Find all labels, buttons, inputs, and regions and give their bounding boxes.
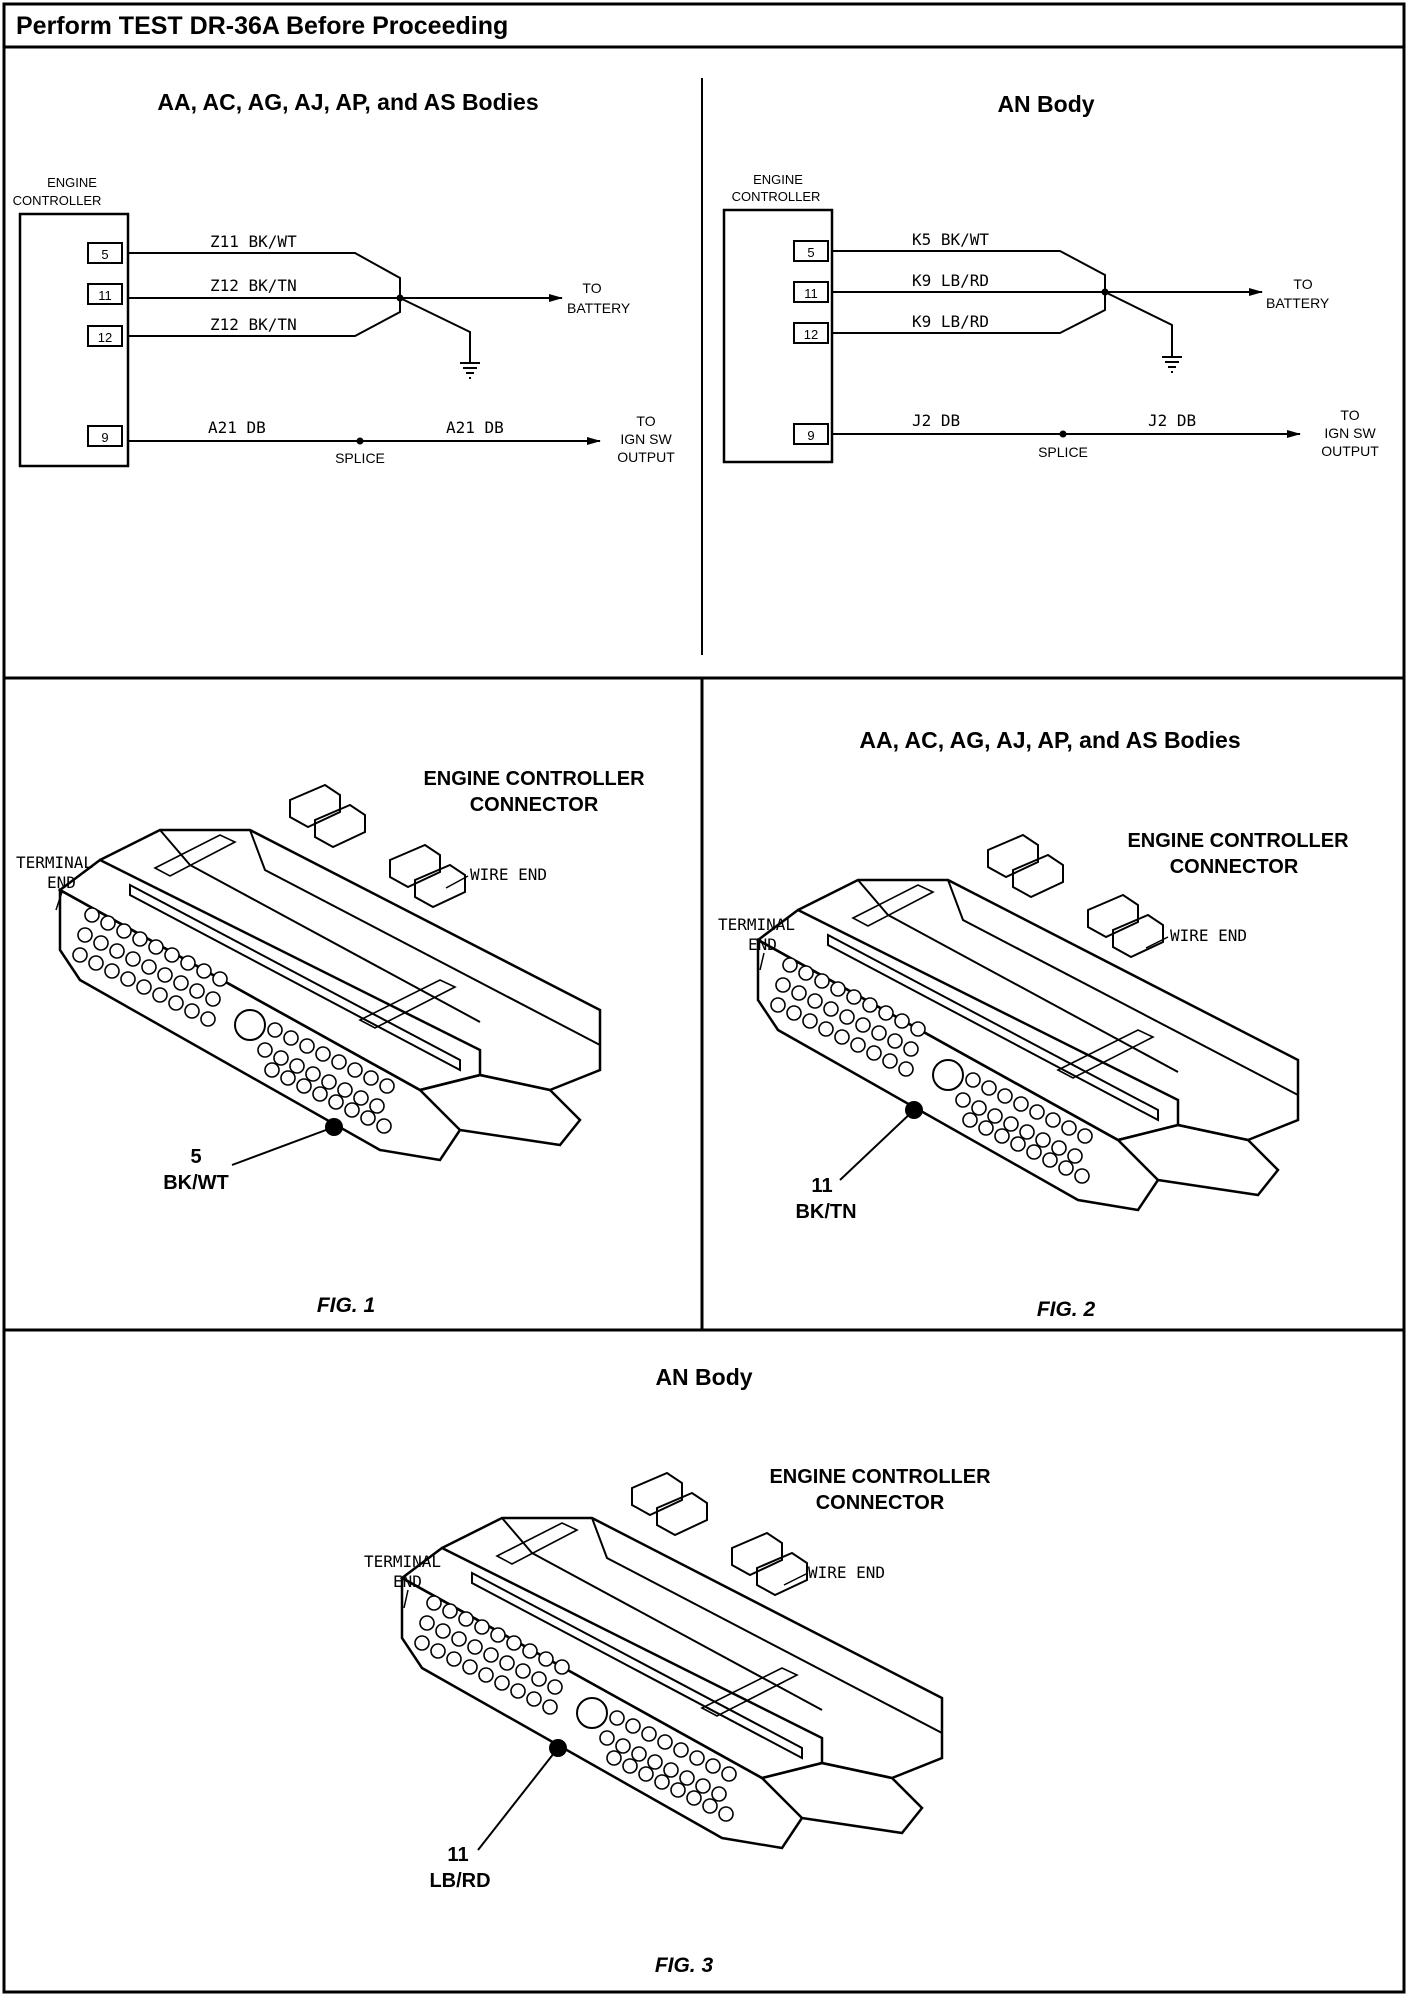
svg-text:TO: TO [1340, 407, 1359, 423]
svg-text:TO: TO [1293, 276, 1312, 292]
svg-text:11: 11 [447, 1844, 468, 1866]
svg-text:CONNECTOR: CONNECTOR [816, 1492, 945, 1514]
svg-text:CONNECTOR: CONNECTOR [1170, 856, 1299, 878]
page-title: Perform TEST DR-36A Before Proceeding [16, 12, 508, 40]
svg-text:END: END [47, 873, 76, 892]
ground-icon [1162, 356, 1182, 373]
svg-text:A21 DB: A21 DB [208, 418, 266, 437]
pin-12: 12 [804, 327, 818, 342]
pin-9: 9 [807, 428, 814, 443]
svg-text:IGN SW: IGN SW [1324, 425, 1376, 441]
svg-text:5: 5 [190, 1146, 201, 1168]
svg-text:J2 DB: J2 DB [1148, 411, 1196, 430]
fig2-panel: AA, AC, AG, AJ, AP, and AS Bodies ENGINE… [718, 727, 1349, 1321]
svg-text:11: 11 [811, 1175, 832, 1197]
svg-text:CONTROLLER: CONTROLLER [13, 193, 102, 208]
svg-text:K9 LB/RD: K9 LB/RD [912, 271, 989, 290]
svg-text:BATTERY: BATTERY [1266, 295, 1330, 311]
svg-text:ENGINE CONTROLLER: ENGINE CONTROLLER [1127, 830, 1349, 852]
svg-text:CONNECTOR: CONNECTOR [470, 794, 599, 816]
pin-11: 11 [804, 286, 818, 301]
svg-text:TO: TO [636, 413, 655, 429]
svg-text:SPLICE: SPLICE [1038, 444, 1088, 460]
pin-5: 5 [101, 247, 108, 262]
svg-text:TERMINAL: TERMINAL [364, 1552, 441, 1571]
schematic-right: AN Body ENGINE CONTROLLER 5 11 12 9 K5 B… [722, 91, 1379, 464]
svg-text:ENGINE CONTROLLER: ENGINE CONTROLLER [423, 768, 645, 790]
engine-controller-box [722, 208, 834, 464]
schematic-right-title: AN Body [997, 91, 1094, 117]
svg-text:Z12 BK/TN: Z12 BK/TN [210, 276, 297, 295]
engine-controller-connector [756, 833, 1300, 1212]
schematic-left: AA, AC, AG, AJ, AP, and AS Bodies ENGINE… [13, 89, 675, 468]
svg-text:LB/RD: LB/RD [429, 1870, 490, 1892]
svg-text:ENGINE CONTROLLER: ENGINE CONTROLLER [769, 1466, 991, 1488]
svg-text:SPLICE: SPLICE [335, 450, 385, 466]
svg-text:TERMINAL: TERMINAL [16, 853, 93, 872]
svg-text:WIRE END: WIRE END [808, 1563, 885, 1582]
svg-text:Z12 BK/TN: Z12 BK/TN [210, 315, 297, 334]
svg-text:IGN SW: IGN SW [620, 431, 672, 447]
svg-text:END: END [748, 935, 777, 954]
fig1-caption: FIG. 1 [317, 1294, 375, 1317]
fig3-panel: AN Body ENGINE CONTROLLER CONNECTOR TERM… [364, 1364, 991, 1977]
svg-text:END: END [393, 1572, 422, 1591]
svg-text:OUTPUT: OUTPUT [1321, 443, 1379, 459]
svg-text:AA, AC, AG, AJ, AP, and AS Bod: AA, AC, AG, AJ, AP, and AS Bodies [859, 727, 1240, 753]
ground-icon [460, 362, 480, 379]
fig1-panel: ENGINE CONTROLLER CONNECTOR TERMINAL END… [16, 768, 645, 1317]
svg-text:BK/TN: BK/TN [795, 1201, 856, 1223]
engine-controller-connector [400, 1471, 944, 1850]
engine-controller-box [18, 212, 130, 468]
svg-text:BK/WT: BK/WT [163, 1172, 229, 1194]
pin-5: 5 [807, 245, 814, 260]
fig2-caption: FIG. 2 [1037, 1298, 1096, 1321]
svg-text:Z11 BK/WT: Z11 BK/WT [210, 232, 297, 251]
svg-text:ENGINE: ENGINE [47, 175, 97, 190]
svg-text:OUTPUT: OUTPUT [617, 449, 675, 465]
svg-text:K9 LB/RD: K9 LB/RD [912, 312, 989, 331]
pin-12: 12 [98, 330, 112, 345]
svg-text:TO: TO [582, 280, 601, 296]
svg-text:TERMINAL: TERMINAL [718, 915, 795, 934]
svg-text:A21 DB: A21 DB [446, 418, 504, 437]
svg-text:ENGINE: ENGINE [753, 172, 803, 187]
schematic-left-title: AA, AC, AG, AJ, AP, and AS Bodies [157, 89, 538, 115]
svg-text:BATTERY: BATTERY [567, 300, 631, 316]
fig3-caption: FIG. 3 [655, 1954, 714, 1977]
svg-text:WIRE END: WIRE END [1170, 926, 1247, 945]
svg-text:J2 DB: J2 DB [912, 411, 960, 430]
svg-text:WIRE END: WIRE END [470, 865, 547, 884]
pin-9: 9 [101, 430, 108, 445]
svg-text:K5 BK/WT: K5 BK/WT [912, 230, 989, 249]
svg-text:CONTROLLER: CONTROLLER [732, 189, 821, 204]
pin-11: 11 [98, 288, 112, 303]
svg-text:AN Body: AN Body [655, 1364, 752, 1390]
engine-controller-connector [58, 783, 602, 1162]
